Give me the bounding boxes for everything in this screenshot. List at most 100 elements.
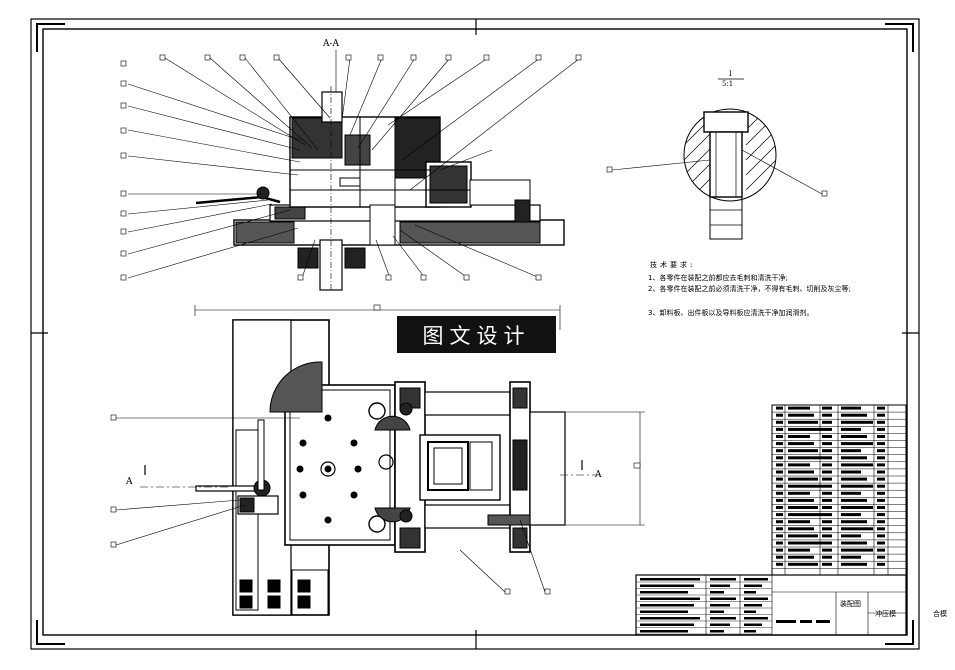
bom-cell-text — [788, 506, 818, 509]
bom-cell-text — [822, 420, 832, 424]
bom-cell-text — [776, 513, 783, 517]
tech-requirements-title: 技术要求: — [650, 261, 696, 269]
section-view — [195, 86, 565, 292]
bom-cell-text — [788, 456, 822, 460]
title-block-cell-text — [710, 597, 736, 600]
bom-cell-text — [877, 534, 885, 538]
bom-cell-text — [877, 413, 885, 417]
title-block-outside-note: 合模 — [933, 610, 947, 618]
title-block-cell-text — [710, 591, 724, 594]
title-block-cell-text — [710, 617, 736, 620]
title-block-cell-text — [710, 604, 730, 607]
bom-cell-text — [776, 420, 783, 424]
bom-cell-text — [841, 534, 861, 538]
bom-cell-text — [822, 506, 832, 509]
title-block-drawing-name: 装配图 — [840, 600, 861, 608]
bom-cell-text — [822, 442, 832, 446]
title-block-cell-text — [710, 610, 724, 613]
bom-cell-text — [788, 463, 810, 467]
bom-cell-text — [788, 548, 810, 552]
bom-cell-text — [788, 520, 810, 524]
bom-cell-text — [841, 506, 873, 509]
title-block-cell-text — [640, 630, 688, 633]
title-block-cell-text — [710, 623, 730, 626]
bom-cell-text — [788, 427, 822, 431]
bom-cell-text — [822, 562, 832, 566]
detail-label-scale: 5:1 — [722, 80, 734, 88]
cut-label-right: A — [595, 470, 602, 480]
title-block-cell-text — [640, 578, 700, 581]
title-block-cell-text — [776, 620, 796, 623]
bom-cell-text — [841, 513, 861, 517]
bom-cell-text — [841, 406, 861, 410]
bom-cell-text — [788, 498, 814, 502]
bom-cell-text — [788, 435, 810, 438]
design-stamp: 图文设计 — [397, 316, 556, 353]
bom-cell-text — [776, 435, 783, 438]
bom-cell-text — [776, 491, 783, 495]
bom-cell-text — [877, 449, 885, 453]
bom-cell-text — [822, 491, 832, 495]
bom-cell-text — [841, 449, 861, 453]
bom-cell-text — [788, 413, 814, 417]
bom-cell-text — [841, 456, 867, 460]
bom-cell-text — [776, 534, 783, 538]
bom-cell-text — [822, 498, 832, 502]
bom-cell-text — [822, 427, 832, 431]
title-block-cell-text — [744, 584, 762, 587]
title-block-cell-text — [744, 591, 756, 594]
bom-cell-text — [776, 477, 783, 481]
bom-cell-text — [776, 442, 783, 446]
title-block-cell-text — [816, 620, 830, 623]
title-block-cell-text — [710, 584, 730, 587]
bom-cell-text — [877, 463, 885, 467]
bom-cell-text — [822, 484, 832, 488]
title-block-cell-text — [744, 623, 762, 626]
section-label: A-A — [323, 39, 340, 49]
bom-cell-text — [841, 491, 861, 495]
bom-cell-text — [877, 506, 885, 509]
bom-cell-text — [877, 491, 885, 495]
bom-cell-text — [822, 534, 832, 538]
bom-cell-text — [877, 484, 885, 488]
title-block-cell-text — [640, 604, 694, 607]
bom-cell-text — [841, 527, 873, 531]
title-block-cell-text — [744, 610, 756, 613]
bom-cell-text — [841, 420, 873, 424]
bom-cell-text — [788, 562, 818, 566]
bom-cell-text — [776, 498, 783, 502]
bom-cell-text — [776, 506, 783, 509]
bom-cell-text — [788, 513, 822, 517]
title-block — [635, 574, 907, 636]
bom-cell-text — [877, 527, 885, 531]
bom-cell-text — [877, 555, 885, 559]
inner-frame — [42, 28, 908, 636]
bom-cell-text — [822, 413, 832, 417]
bom-cell-text — [877, 442, 885, 446]
bom-cell-text — [788, 449, 818, 453]
tech-requirement-1: 1、各零件在装配之前都应去毛刺和清洗干净; — [648, 274, 788, 282]
bom-cell-text — [776, 427, 783, 431]
bom-cell-text — [776, 541, 783, 545]
bom-cell-text — [776, 527, 783, 531]
bom-cell-text — [822, 555, 832, 559]
center-marks — [31, 19, 919, 649]
bom-cell-text — [788, 555, 814, 559]
bom-cell-text — [877, 420, 885, 424]
bom-cell-text — [877, 456, 885, 460]
bom-cell-text — [788, 484, 822, 488]
title-block-cell-text — [744, 604, 762, 607]
bom-cell-text — [822, 541, 832, 545]
bom-cell-text — [877, 520, 885, 524]
bom-grid — [636, 406, 906, 635]
bom-cell-text — [841, 427, 861, 431]
bom-cell-text — [788, 470, 814, 474]
bom-cell-text — [788, 491, 810, 495]
bom-cell-text — [788, 442, 814, 446]
bom-cell-text — [822, 456, 832, 460]
title-block-cell-text — [744, 597, 768, 600]
bom-cell-text — [877, 541, 885, 545]
title-block-cell-text — [744, 578, 768, 581]
bom-cell-text — [776, 456, 783, 460]
